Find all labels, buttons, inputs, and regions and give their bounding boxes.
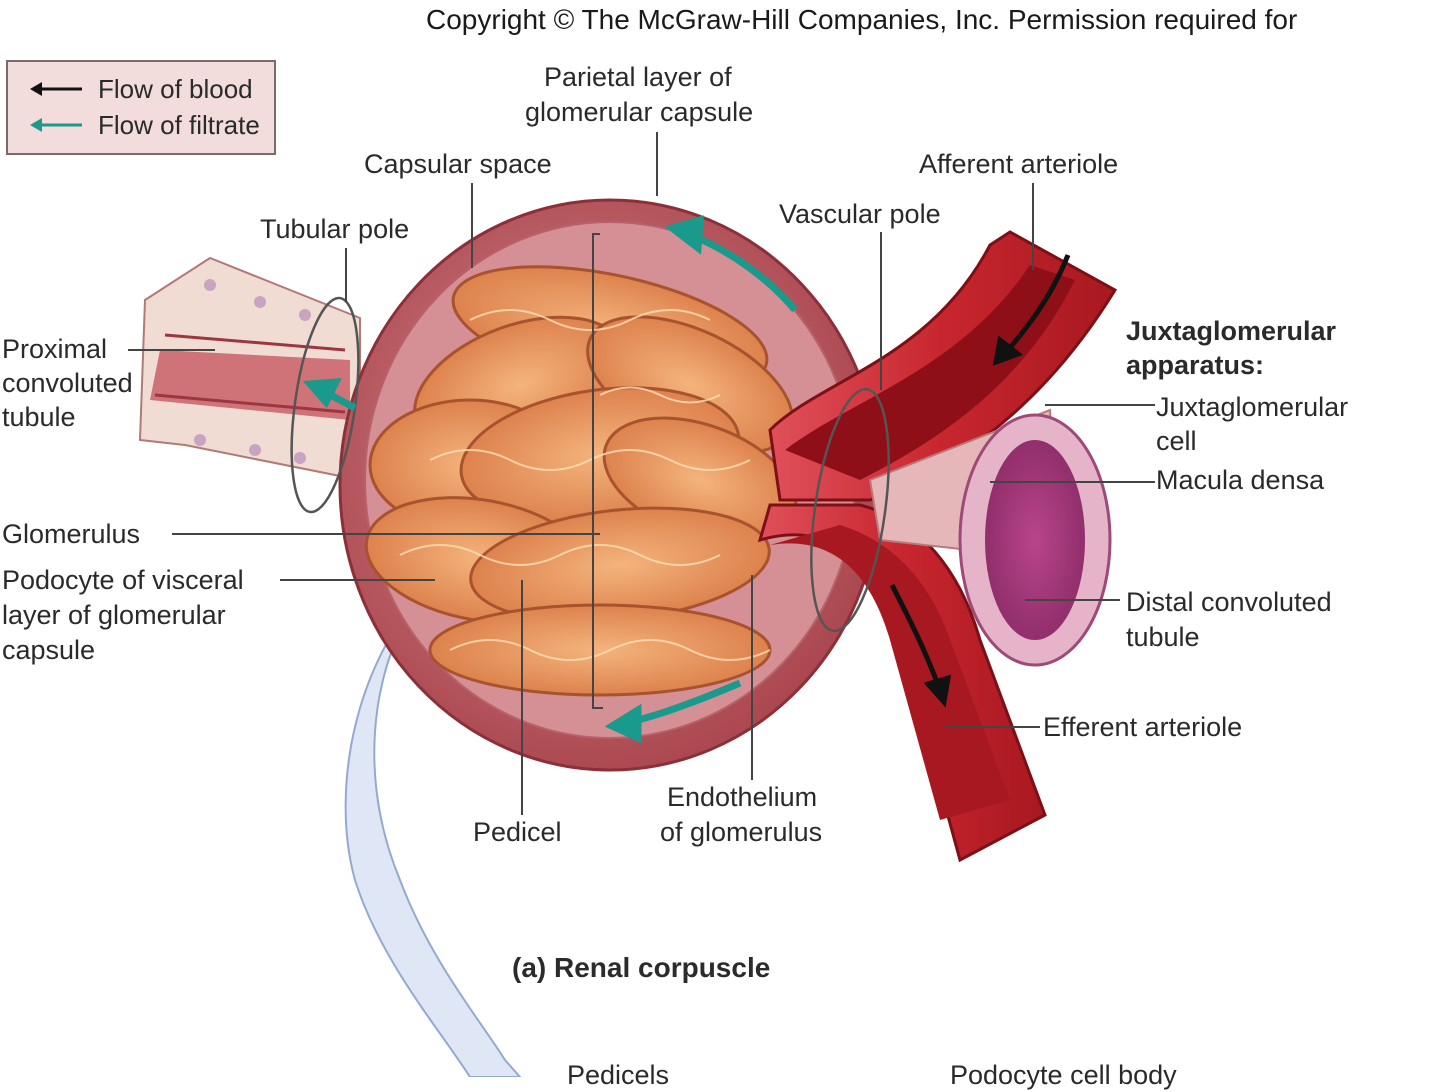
copyright-notice: Copyright © The McGraw-Hill Companies, I… [426,4,1298,35]
label-tubular-pole: Tubular pole [260,214,410,244]
legend-label-blood: Flow of blood [98,73,253,104]
label-podocyte-line2: layer of glomerular [2,600,226,630]
label-jg-cell-line2: cell [1156,426,1197,456]
label-podocyte-line3: capsule [2,635,96,665]
label-proximal-line3: tubule [2,402,76,432]
label-capsular-space: Capsular space [364,149,552,179]
label-parietal-line2: glomerular capsule [525,97,754,127]
label-pedicel: Pedicel [473,817,562,847]
label-proximal-line2: convoluted [2,368,133,398]
label-endothelium-line1: Endothelium [667,782,818,812]
glomerulus-texture [399,309,771,661]
filtrate-flow-arrows [302,215,798,744]
label-glomerulus: Glomerulus [2,519,141,549]
figure-caption: (a) Renal corpuscle [512,952,771,983]
label-proximal-line1: Proximal [2,334,108,364]
proximal-tubule-shape [138,256,361,482]
teal-arrow-icon [30,118,82,132]
legend: Flow of blood Flow of filtrate [6,60,276,155]
legend-item-blood: Flow of blood [28,72,253,106]
label-endothelium-line2: of glomerulus [660,817,823,847]
label-podocyte-cell-body: Podocyte cell body [950,1060,1177,1090]
label-macula-densa: Macula densa [1156,465,1325,495]
label-afferent-arteriole: Afferent arteriole [919,149,1119,179]
glomerulus-shape [364,265,798,697]
tubular-pole-ring [290,296,360,514]
label-podocyte-line1: Podocyte of visceral [2,565,244,595]
blood-flow-arrows [889,254,1071,708]
zoom-arrow [344,584,522,1077]
label-efferent-arteriole: Efferent arteriole [1043,712,1243,742]
label-jga-line1: Juxtaglomerular [1126,316,1337,346]
vascular-pole-ring [810,387,890,633]
label-leader-lines [128,132,1155,815]
legend-item-filtrate: Flow of filtrate [28,108,260,142]
distal-tubule-shape [958,413,1112,667]
legend-label-filtrate: Flow of filtrate [98,109,260,140]
black-arrow-icon [30,82,82,96]
label-distal-line1: Distal convoluted [1126,587,1332,617]
label-parietal-line1: Parietal layer of [544,62,732,92]
label-vascular-pole: Vascular pole [779,199,941,229]
label-pedicels-bottom: Pedicels [567,1060,670,1090]
label-distal-line2: tubule [1126,622,1200,652]
label-jg-cell-line1: Juxtaglomerular [1156,392,1349,422]
label-jga-line2: apparatus: [1126,350,1265,380]
